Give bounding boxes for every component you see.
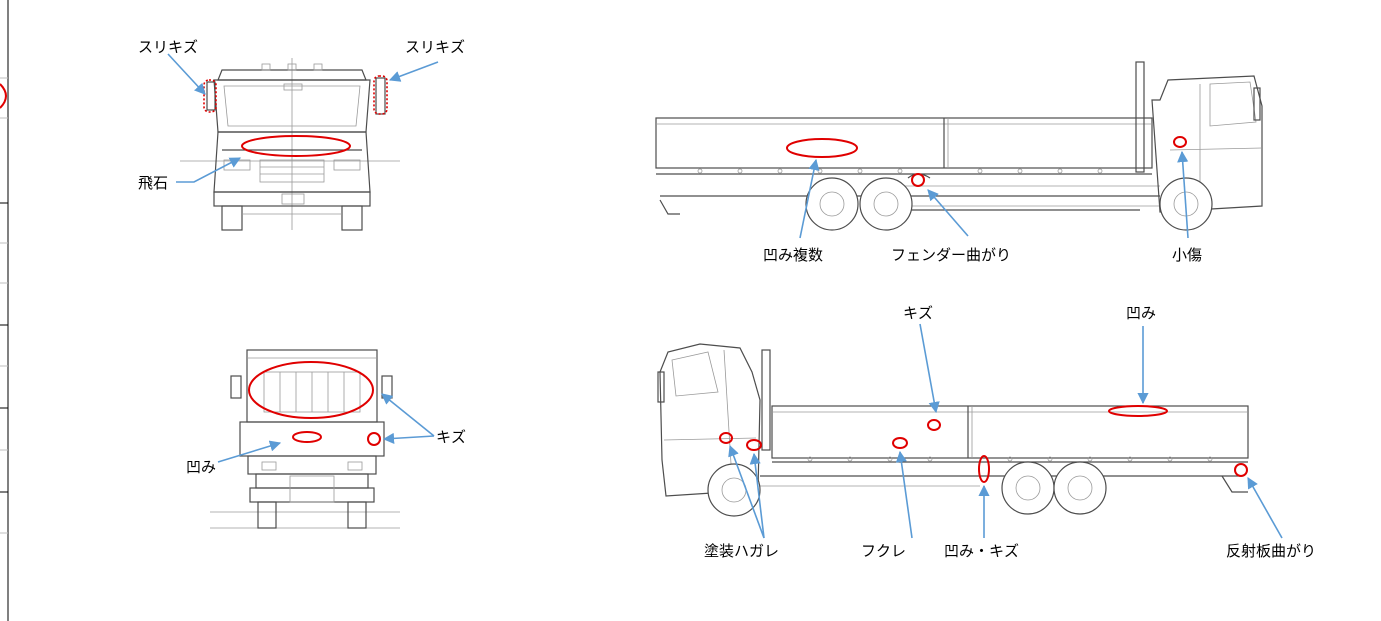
- right-fender-bend-label: フェンダー曲がり: [891, 246, 1011, 264]
- left-dent-scratch-marker: [978, 455, 990, 483]
- right-multiple-dents-arrow: [799, 158, 820, 239]
- left-side-view: キズ 凹み 塗装ハガレ フクレ 凹み・キズ 反射板曲がり: [657, 304, 1316, 560]
- front-scratch-left-label: スリキズ: [138, 38, 198, 56]
- rear-cab-back-dent-marker: [248, 361, 374, 419]
- right-small-scratch-label: 小傷: [1172, 246, 1202, 264]
- rear-dent-label: 凹み: [186, 458, 216, 476]
- left-reflector-bend-label: 反射板曲がり: [1226, 542, 1316, 560]
- front-stone-chip-marker: [241, 135, 351, 157]
- left-scratch-label: キズ: [903, 304, 933, 322]
- rear-view: 凹み キズ: [186, 349, 466, 529]
- rear-scratch-label: キズ: [436, 428, 466, 446]
- front-left-scratch-arrow: [167, 53, 206, 95]
- right-cab-small-scratch-marker: [1173, 136, 1187, 148]
- front-stone-chip-label: 飛石: [138, 174, 168, 192]
- rear-gate-dent-marker: [292, 431, 322, 443]
- left-dent-label: 凹み: [1126, 304, 1156, 322]
- left-scratch-arrow: [919, 323, 940, 414]
- right-multiple-dents-label: 凹み複数: [763, 246, 823, 264]
- left-paint-peel-marker-2: [746, 439, 762, 451]
- left-bed-dent-marker: [1108, 405, 1168, 417]
- rear-scratch-arrow-upper: [381, 393, 435, 437]
- right-fender-bend-arrow: [927, 189, 969, 237]
- rear-dent-arrow: [217, 440, 282, 463]
- left-reflector-bend-marker: [1234, 463, 1248, 477]
- rear-corner-scratch-marker: [367, 432, 381, 446]
- right-side-view: 凹み複数 フェンダー曲がり 小傷: [655, 61, 1263, 264]
- right-small-scratch-arrow: [1177, 150, 1189, 239]
- left-blister-arrow: [895, 450, 913, 539]
- left-blister-label: フクレ: [861, 542, 906, 560]
- front-right-scratch-arrow: [388, 61, 439, 82]
- left-paint-peel-label: 塗装ハガレ: [704, 542, 779, 560]
- left-side-truck-drawing: [657, 343, 1249, 517]
- rear-truck-drawing: [210, 349, 400, 529]
- right-fender-bend-marker: [911, 173, 925, 187]
- right-side-truck-drawing: [655, 61, 1263, 231]
- front-truck-drawing: [180, 58, 400, 231]
- right-bed-multiple-dents-marker: [786, 138, 858, 158]
- front-left-mirror-scratch-marker: [203, 79, 217, 113]
- left-dent-scratch-label: 凹み・キズ: [944, 542, 1019, 560]
- left-blister-marker: [892, 437, 908, 449]
- front-stone-chip-arrow: [176, 157, 241, 183]
- left-bed-scratch-marker: [927, 419, 941, 431]
- left-paint-peel-arrow-1: [728, 444, 765, 539]
- left-paint-peel-marker-1: [719, 432, 733, 444]
- left-paint-peel-arrow-2: [749, 452, 765, 539]
- cut-off-damage-marker: [0, 83, 7, 109]
- left-reflector-bend-arrow: [1247, 477, 1283, 539]
- front-view: スリキズ スリキズ 飛石: [138, 38, 465, 231]
- front-scratch-right-label: スリキズ: [405, 38, 465, 56]
- sheet-left-edge: [0, 0, 9, 621]
- rear-scratch-arrow-lower: [382, 432, 435, 444]
- front-right-mirror-scratch-marker: [373, 75, 388, 115]
